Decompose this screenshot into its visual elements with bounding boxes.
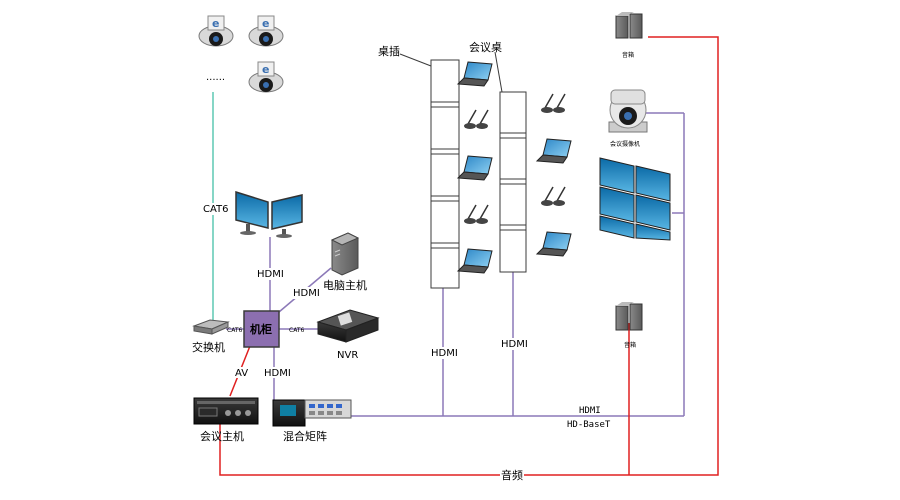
connection-lines — [212, 36, 719, 476]
hd-baset-label: HD-BaseT — [567, 420, 611, 430]
cabinet-box — [243, 310, 280, 348]
speaker-icon — [615, 302, 643, 331]
switch-icon — [192, 319, 230, 335]
nvr-label: NVR — [337, 350, 358, 361]
hdmi-col1-label: HDMI — [431, 348, 458, 359]
conf-desk-leader — [494, 51, 503, 93]
cat6-right-label: CAT6 — [289, 327, 304, 334]
camera-more-dots: ...... — [206, 72, 225, 83]
switch-label: 交换机 — [192, 340, 225, 354]
microphone-pair-icon — [464, 204, 489, 224]
hdmi-mixer-label: HDMI — [264, 368, 291, 379]
ip-camera-1: e — [198, 15, 234, 47]
desk-socket-column-2 — [499, 91, 527, 273]
audio-label: 音频 — [501, 468, 523, 482]
conference-camera-label: 会议摄像机 — [610, 140, 640, 148]
desk-socket-column-1 — [430, 59, 460, 289]
svg-text:e: e — [212, 17, 219, 30]
speaker-icon — [615, 12, 643, 39]
speaker-top-label: 音箱 — [622, 51, 634, 59]
mixer-matrix-icon — [272, 399, 352, 427]
laptop-icon — [535, 138, 572, 164]
conference-host-label: 会议主机 — [200, 429, 244, 443]
audio-loop-line — [219, 36, 719, 476]
hdmi-pc-label: HDMI — [293, 288, 320, 299]
av-label: AV — [235, 368, 248, 379]
laptop-icon — [535, 231, 572, 257]
ip-camera-3: e — [248, 61, 284, 93]
video-wall-icon — [599, 157, 671, 241]
nvr-icon — [316, 309, 380, 343]
laptop-icon — [456, 248, 493, 274]
ip-camera-2: e — [248, 15, 284, 47]
hdmi-col2-label: HDMI — [501, 339, 528, 350]
pc-host-icon — [330, 232, 360, 276]
desk-socket-leader — [399, 53, 432, 67]
pc-host-label: 电脑主机 — [323, 278, 367, 292]
speaker-bottom-label: 音箱 — [624, 341, 636, 349]
hdmi-bottom-label: HDMI — [579, 406, 601, 416]
dual-monitor-icon — [235, 190, 303, 238]
microphone-pair-icon — [464, 109, 489, 129]
conference-desk-label: 会议桌 — [469, 41, 502, 54]
mixer-matrix-label: 混合矩阵 — [283, 429, 327, 443]
desk-socket-label: 桌插 — [378, 44, 400, 58]
laptop-icon — [456, 61, 493, 87]
svg-text:e: e — [262, 17, 269, 30]
hdmi-monitor-label: HDMI — [257, 269, 284, 280]
conference-camera-icon — [608, 89, 648, 133]
cabinet-label: 机柜 — [250, 322, 272, 336]
cat6-left-label: CAT6 — [227, 327, 242, 334]
microphone-pair-icon — [541, 186, 566, 206]
svg-text:e: e — [262, 63, 269, 76]
conference-host-icon — [193, 397, 259, 425]
cat6-label: CAT6 — [203, 204, 229, 215]
laptop-icon — [456, 155, 493, 181]
microphone-pair-icon — [541, 93, 566, 113]
